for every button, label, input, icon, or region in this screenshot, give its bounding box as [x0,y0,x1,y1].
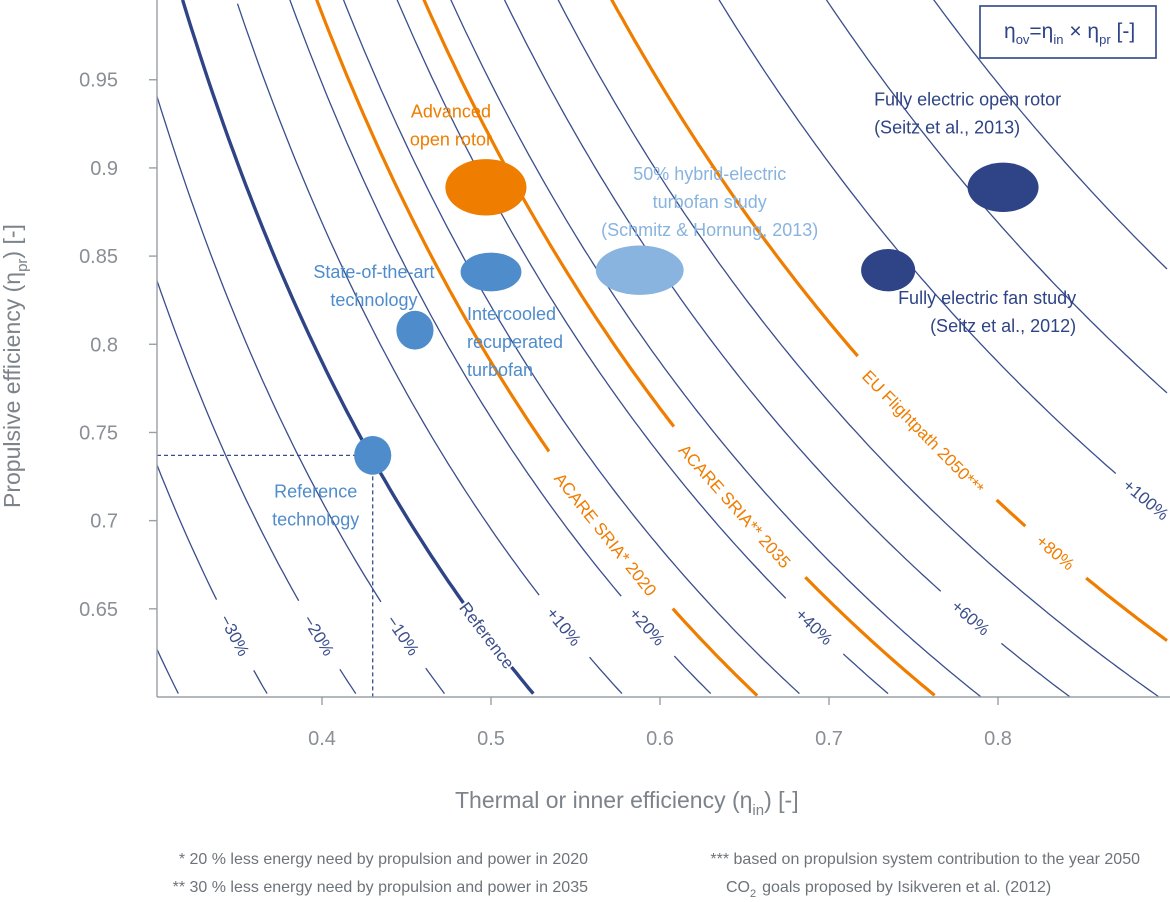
isoline-unlabeled-12 [450,0,982,697]
isoline-label-+60: +60% [933,582,1010,652]
point-state-of-the-art-technology [396,310,434,350]
x-tick-label: 0.5 [477,728,505,750]
svg-text:Reference: Reference [455,599,518,673]
target-label-2: ACARE SRIA** 2035 [660,422,811,589]
target-label-3: EU Flightpath 2050*** [845,351,1003,512]
footnote-2: ** 30 % less energy need by propulsion a… [173,879,588,896]
technology-points [354,159,1039,475]
isoline-unlabeled-11 [342,0,800,695]
y-tick-label: 0.75 [79,422,118,444]
y-tick-label: 0.8 [90,334,118,356]
target-label-1: ACARE SRIA* 2020 [534,448,679,620]
y-tick-label: 0.7 [90,511,118,533]
axes: 0.4 0.5 0.6 0.7 0.8 0.65 0.7 0.75 0.8 0.85 0.9 0.95 [79,0,1170,750]
formula-text: ηov=ηin × ηpr [-] [1004,20,1135,47]
isoline-label-20: −20% [289,594,350,675]
point-advanced-open-rotor [445,159,527,216]
x-tick-label: 0.6 [646,728,674,750]
isoline-label-+80: +80% [1018,517,1094,586]
target-line-1 [315,0,759,697]
annotations: −30%−20%−10%Reference+10%+20%+40%+60%+80… [207,89,1170,676]
y-tick-label: 0.65 [79,599,118,621]
isoline-unlabeled-14 [825,0,1168,394]
isoline-unlabeled-13 [557,0,1159,697]
footnote-1: * 20 % less energy need by propulsion an… [179,851,588,868]
isoline-unlabeled-15 [933,0,1168,270]
point-fully-electric-fan-study [861,249,916,292]
point-fully-electric-open-rotor [967,162,1039,213]
point-label-6: Fully electric fan study(Seitz et al., 2… [898,288,1076,336]
y-tick-label: 0.95 [79,70,118,92]
isoline-label-10: −10% [372,595,436,674]
x-tick-label: 0.8 [984,728,1012,750]
isoline-label-+40: +40% [778,590,852,662]
point-50-hybrid-electric-turbofan-study [595,245,684,295]
point-intercooled-recuperated-turbofan [460,252,522,292]
point-reference-technology [354,435,392,475]
isoline-label-+100: +100% [1108,464,1170,533]
svg-text:ACARE SRIA* 2020: ACARE SRIA* 2020 [550,469,660,600]
isoline-label-Reference: Reference [454,596,521,674]
point-label-7: Fully electric open rotor(Seitz et al., … [874,89,1061,137]
y-tick-label: 0.9 [90,158,118,180]
footnote-3: *** based on propulsion system contribut… [710,851,1140,868]
svg-text:ACARE SRIA** 2035: ACARE SRIA** 2035 [675,441,795,572]
x-axis-label: Thermal or inner efficiency (ηin) [-] [455,787,799,819]
y-axis-label: Propulsive efficiency (ηpr) [-] [0,224,31,508]
isoline-label-30: −30% [207,594,265,676]
isoline-+100 [718,0,1168,518]
y-tick-label: 0.85 [79,246,118,268]
isoline-label-+10: +10% [530,587,599,664]
formula-box: ηov=ηin × ηpr [-] [979,5,1157,59]
x-tick-label: 0.4 [308,728,336,750]
x-tick-label: 0.7 [815,728,843,750]
svg-text:EU Flightpath 2050***: EU Flightpath 2050*** [858,367,988,499]
reference-guides [157,454,374,697]
